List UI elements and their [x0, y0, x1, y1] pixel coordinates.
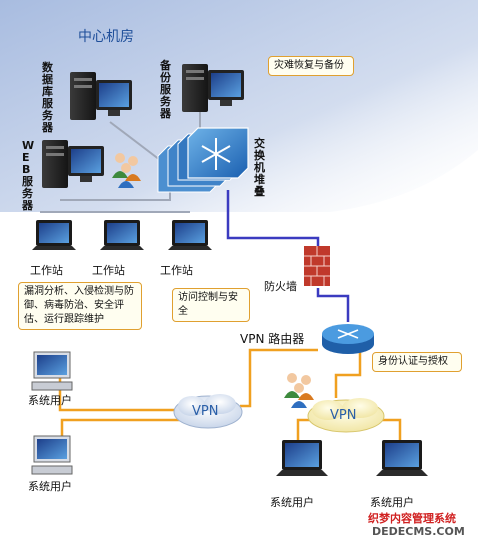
system-user-label: 系统用户	[28, 394, 72, 407]
vpn-cloud-icon	[307, 398, 385, 433]
backup-server-icon	[182, 64, 244, 112]
workstation-icon	[32, 220, 76, 250]
vpn-router-label: VPN 路由器	[240, 332, 305, 346]
database-server-icon	[70, 72, 132, 120]
workstation-label: 工作站	[92, 264, 125, 277]
workstation-label: 工作站	[30, 264, 63, 277]
system-user-label: 系统用户	[28, 480, 72, 493]
web-server-label: WEB服务器	[22, 139, 35, 212]
workstation-icon	[168, 220, 212, 250]
database-server-label: 数据库服务器	[42, 61, 53, 134]
system-user-desktop-icon	[31, 435, 73, 475]
switch-stack-icon	[157, 127, 249, 193]
identity-auth-note: 身份认证与授权	[372, 352, 462, 372]
system-user-label: 系统用户	[270, 496, 314, 509]
system-user-laptop-icon	[376, 440, 428, 476]
remote-users-group-icon	[284, 373, 314, 408]
system-user-label: 系统用户	[370, 496, 414, 509]
system-user-laptop-icon	[276, 440, 328, 476]
lan-links	[226, 190, 350, 322]
backup-server-label: 备份服务器	[160, 59, 171, 120]
firewall-icon	[304, 246, 330, 286]
access-control-note: 访问控制与安全	[172, 288, 250, 322]
system-user-desktop-icon	[31, 351, 73, 391]
watermark-domain: DEDECMS.COM	[372, 525, 465, 538]
vpn-cloud-label: VPN	[192, 404, 219, 419]
firewall-label: 防火墙	[264, 280, 297, 293]
vpn-router-icon	[322, 324, 374, 354]
switch-stack-label: 交换机堆叠	[254, 137, 265, 198]
workstation-label: 工作站	[160, 264, 193, 277]
admin-group-icon	[112, 153, 141, 188]
disaster-recovery-note: 灾难恢复与备份	[268, 56, 354, 76]
web-server-icon	[42, 140, 104, 188]
datacenter-title: 中心机房	[78, 29, 134, 45]
security-operations-note: 漏洞分析、入侵检测与防御、病毒防治、安全评估、运行跟踪维护	[18, 282, 142, 330]
workstation-icon	[100, 220, 144, 250]
watermark-text: 织梦内容管理系统	[368, 512, 456, 525]
vpn-cloud-label: VPN	[330, 408, 357, 423]
vpn-cloud-icon	[173, 394, 243, 429]
